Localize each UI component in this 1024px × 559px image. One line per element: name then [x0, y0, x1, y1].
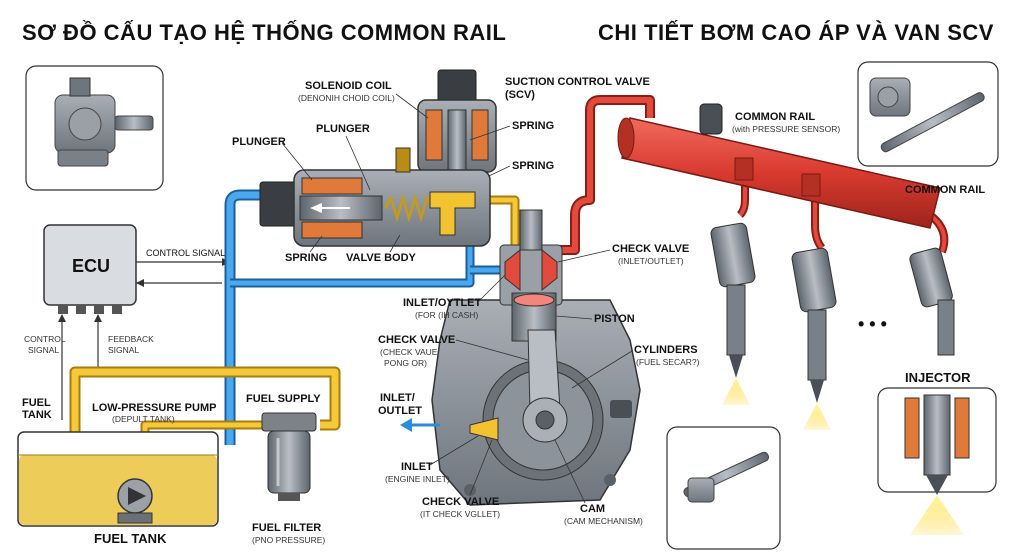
valve-body-label: VALVE BODY: [346, 252, 417, 264]
low-pressure-pump-label: LOW-PRESSURE PUMP: [92, 402, 216, 414]
fuel-filter-sub: (PNO PRESSURE): [252, 535, 325, 545]
spring-bottom-label: SPRING: [285, 252, 327, 264]
injector-2: [791, 247, 837, 430]
injector-detail: [877, 387, 997, 535]
signal-lines: [58, 258, 230, 420]
injector-3: [909, 247, 955, 356]
solenoid-coil-sub: (DENONIH CHOID COIL): [298, 93, 395, 103]
solenoid-coil-label: SOLENOID COIL: [305, 80, 392, 92]
fuel-tank-label: FUEL TANK: [94, 531, 167, 546]
spring-mid-label: SPRING: [512, 160, 554, 172]
check-valve-top-label: CHECK VALVE: [612, 243, 689, 255]
common-rail-label: COMMON RAIL: [905, 184, 985, 196]
scv-label-line1: SUCTION CONTROL VALVE: [505, 76, 650, 88]
inlet-outlet-top-sub: (FOR (IH CASH): [415, 310, 478, 320]
detail-title: CHI TIẾT BƠM CAO ÁP VÀ VAN SCV: [598, 20, 994, 45]
fuel-tank: [17, 431, 219, 527]
fuel-filter: [261, 412, 317, 501]
control-signal-label: CONTROL SIGNAL: [146, 248, 225, 258]
inlet-sub: (ENGINE INLET): [385, 474, 450, 484]
low-pressure-pump-sub: (DEPULT TANK): [112, 414, 175, 424]
high-pressure-pump: [400, 209, 641, 506]
check-valve-top-sub: (INLET/OUTLET): [618, 256, 684, 266]
rail-thumbnail: [857, 61, 999, 167]
assembly-thumbnail: [666, 426, 781, 550]
common-rail: [617, 103, 941, 229]
check-valve-mid-sub2: PONG OR): [384, 358, 427, 368]
injector-1: [710, 222, 756, 405]
common-rail-top-label: COMMON RAIL: [735, 111, 815, 123]
main-title: SƠ ĐỒ CẤU TẠO HỆ THỐNG COMMON RAIL: [22, 19, 506, 45]
valve-body: [259, 147, 491, 247]
feedback-signal-line2: SIGNAL: [108, 345, 139, 355]
piston-label: PISTON: [594, 313, 635, 325]
control-signal-left-line2: SIGNAL: [28, 345, 59, 355]
fuel-supply-label: FUEL SUPPLY: [246, 393, 321, 405]
check-valve-mid-sub1: (CHECK VAUE: [380, 347, 438, 357]
cylinders-label: CYLINDERS: [634, 344, 698, 356]
pump-thumbnail: [25, 65, 164, 191]
cylinders-sub: (FUEL SECAR?): [636, 357, 700, 367]
fuel-tank-small-line2: TANK: [22, 409, 52, 421]
injector-label: INJECTOR: [905, 370, 971, 385]
feedback-signal-line1: FEEDBACK: [108, 334, 154, 344]
plunger-label: PLUNGER: [316, 123, 370, 135]
low-pressure-pump: [117, 478, 153, 524]
spring-top-label: SPRING: [512, 120, 554, 132]
check-valve-mid-label: CHECK VALVE: [378, 334, 455, 346]
ecu-label: ECU: [72, 256, 110, 276]
cam-label: CAM: [580, 503, 605, 515]
more-injectors-ellipsis: • • •: [858, 314, 887, 334]
fuel-tank-small-line1: FUEL: [22, 397, 51, 409]
cam-sub: (CAM MECHANISM): [564, 516, 643, 526]
check-valve-bottom-sub: (IT CHECK VGLLET): [420, 509, 500, 519]
inlet-outlet-left-line1: INLET/: [380, 392, 415, 404]
scv-label-line2: (SCV): [505, 89, 535, 101]
inlet-outlet-top-label: INLET/OYTLET: [403, 297, 482, 309]
plunger-left-label: PLUNGER: [232, 136, 286, 148]
common-rail-top-sub: (with PRESSURE SENSOR): [732, 124, 840, 134]
inlet-label: INLET: [401, 461, 433, 473]
control-signal-left-line1: CONTROL: [24, 334, 66, 344]
fuel-filter-label: FUEL FILTER: [252, 522, 321, 534]
ecu-box: ECU: [43, 224, 137, 314]
inlet-outlet-left-line2: OUTLET: [378, 405, 422, 417]
check-valve-bottom-label: CHECK VALVE: [422, 496, 499, 508]
